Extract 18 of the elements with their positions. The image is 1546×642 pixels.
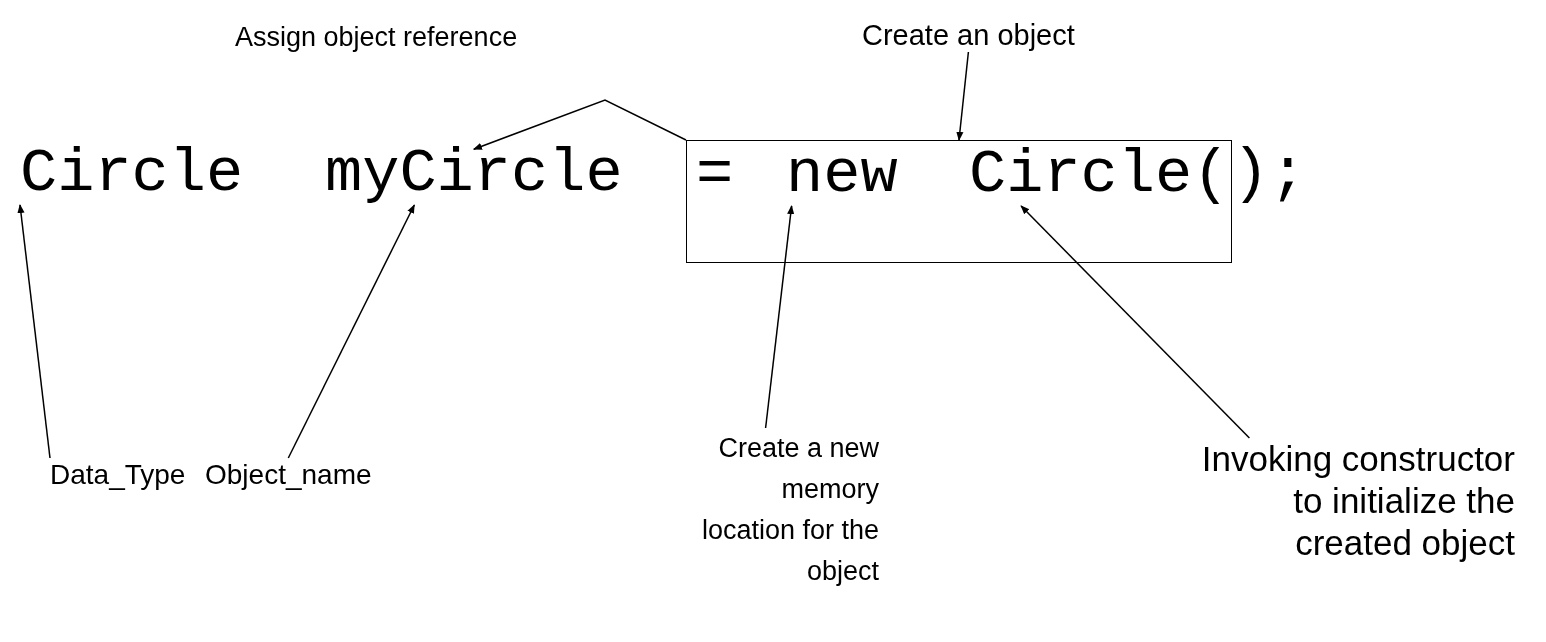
annotation-text: Invoking constructor to initialize the created object [1183,438,1515,564]
arrow [1020,205,1251,439]
annotation-text: Create an object [862,18,1075,52]
arrow [472,99,687,150]
arrow [287,204,416,459]
arrow [764,205,795,429]
code-token: myCircle [325,143,623,205]
arrow [17,204,51,459]
code-token: ); [1232,143,1307,205]
code-token: Circle( [969,144,1230,206]
code-token: Circle [20,143,244,205]
code-token: new [786,144,898,206]
highlight-box [686,140,1232,263]
annotation-text: Create a new memory location for the object [690,428,879,592]
code-token: = [696,144,734,206]
annotation-text: Object_name [205,458,372,492]
annotation-text: Data_Type [50,458,186,492]
arrow [956,51,970,141]
